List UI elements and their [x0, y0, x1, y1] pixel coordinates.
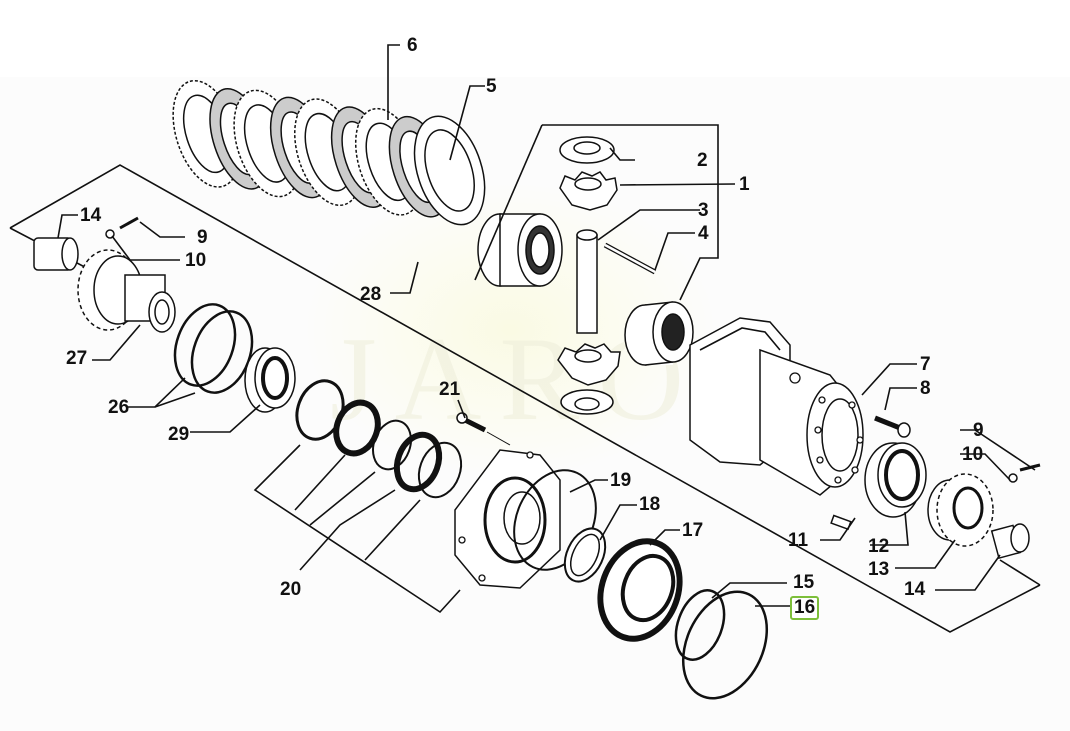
callout-15[interactable]: 15	[793, 572, 815, 593]
seal-20e[interactable]	[412, 437, 469, 503]
bushing-14-right[interactable]	[990, 523, 1030, 560]
callout-3[interactable]: 3	[698, 200, 709, 221]
callout-14-right[interactable]: 14	[904, 579, 926, 600]
callout-7[interactable]: 7	[920, 354, 931, 375]
seal-20c[interactable]	[367, 415, 418, 474]
pinion-gear-top[interactable]	[559, 171, 618, 211]
bushing-14-left[interactable]	[33, 237, 79, 271]
callout-13[interactable]: 13	[868, 559, 890, 580]
screw-9-left[interactable]	[119, 216, 139, 230]
callout-20[interactable]: 20	[280, 579, 302, 600]
callout-29[interactable]: 29	[168, 424, 190, 445]
callout-18[interactable]: 18	[639, 494, 661, 515]
callout-19[interactable]: 19	[610, 470, 632, 491]
callout-2[interactable]: 2	[697, 150, 708, 171]
callout-10-right[interactable]: 10	[962, 444, 984, 465]
callout-11[interactable]: 11	[788, 530, 809, 551]
piston-17[interactable]	[587, 530, 693, 650]
callout-14-left[interactable]: 14	[80, 205, 102, 226]
callout-17[interactable]: 17	[682, 520, 704, 541]
callout-10-left[interactable]: 10	[185, 250, 207, 271]
clutch-disc-pack[interactable]	[161, 4, 497, 301]
callout-4[interactable]: 4	[698, 223, 709, 244]
callout-6[interactable]: 6	[407, 35, 418, 56]
side-gear-hub[interactable]	[477, 213, 563, 287]
seal-20b[interactable]	[329, 397, 384, 460]
differential-housing[interactable]	[689, 317, 864, 496]
cross-shaft[interactable]	[576, 229, 598, 334]
callout-28[interactable]: 28	[360, 284, 382, 305]
callout-5[interactable]: 5	[486, 76, 497, 97]
callout-27[interactable]: 27	[66, 348, 88, 369]
o-ring-26a[interactable]	[164, 296, 245, 394]
callout-26[interactable]: 26	[108, 397, 130, 418]
washer-10-right[interactable]	[1008, 473, 1018, 483]
drive-gear-13[interactable]	[927, 473, 994, 547]
cover-plate[interactable]	[454, 449, 561, 589]
callout-21[interactable]: 21	[439, 379, 461, 400]
snap-ring-18[interactable]	[557, 522, 613, 588]
callout-8[interactable]: 8	[920, 378, 931, 399]
o-ring-15[interactable]	[667, 584, 733, 667]
bearing-29[interactable]	[244, 347, 296, 413]
o-ring-16[interactable]	[667, 578, 783, 712]
seal-20d[interactable]	[390, 429, 447, 495]
bearing-bushing[interactable]	[624, 301, 694, 366]
bearing-12[interactable]	[864, 442, 927, 518]
group-bracket-lower	[9, 164, 1041, 633]
pinion-gear-bottom[interactable]	[557, 343, 621, 386]
callout-9-left[interactable]: 9	[197, 227, 208, 248]
callout-9-right[interactable]: 9	[973, 420, 984, 441]
bolt-21[interactable]	[456, 412, 487, 433]
callout-12[interactable]: 12	[868, 536, 890, 557]
output-shaft-27[interactable]	[77, 249, 176, 333]
callout-16-selected[interactable]: 16	[790, 596, 820, 620]
housing-bolt[interactable]	[874, 415, 911, 438]
callout-1[interactable]: 1	[739, 174, 750, 195]
